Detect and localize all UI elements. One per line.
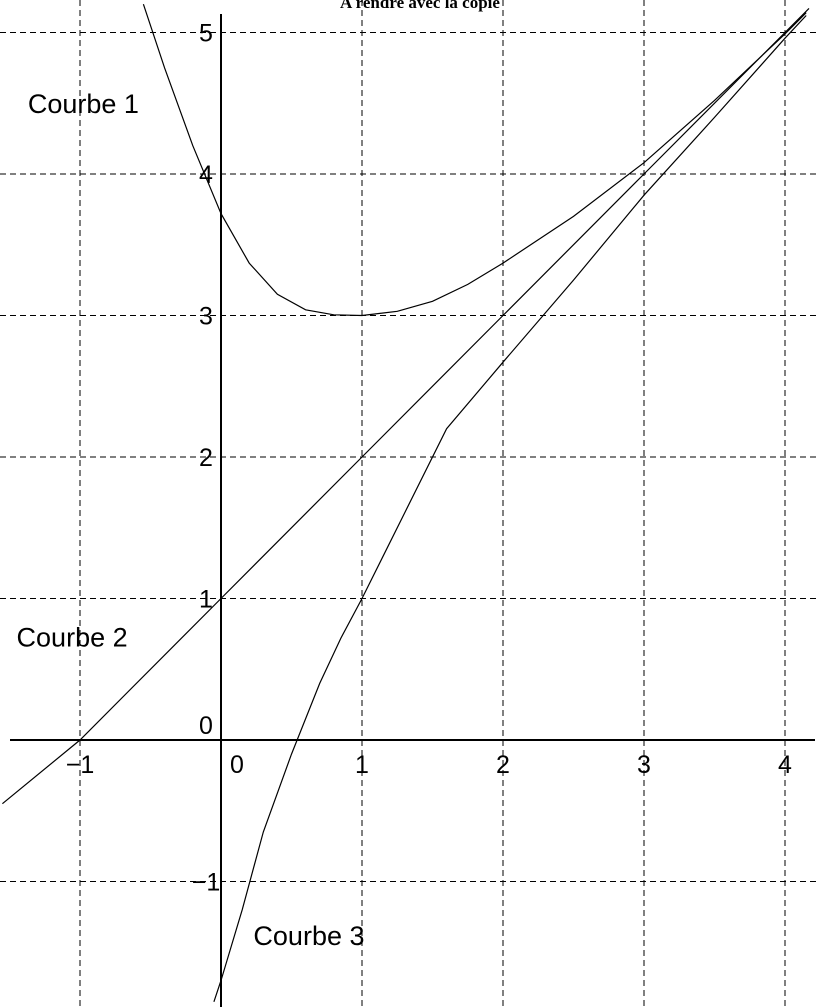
curve-label-2: Courbe 2 bbox=[17, 623, 128, 653]
x-tick-label: 3 bbox=[637, 751, 651, 779]
curves bbox=[2, 4, 810, 1002]
y-tick-label: −1 bbox=[192, 869, 221, 897]
x-tick-label: 1 bbox=[355, 751, 369, 779]
curve-3-line bbox=[213, 15, 807, 1002]
x-tick-label: 4 bbox=[778, 751, 792, 779]
y-tick-label: 1 bbox=[199, 586, 213, 614]
y-tick-label: 5 bbox=[199, 20, 213, 48]
curve-label-3: Courbe 3 bbox=[253, 921, 364, 951]
curve-label-1: Courbe 1 bbox=[28, 89, 139, 119]
x-tick-label: −1 bbox=[66, 751, 95, 779]
curve-1-line bbox=[142, 4, 807, 317]
y-tick-label: 2 bbox=[199, 444, 213, 472]
x-tick-label: 2 bbox=[496, 751, 510, 779]
page-title: A rendre avec la copie bbox=[340, 0, 500, 12]
y-tick-label: 3 bbox=[199, 303, 213, 331]
curve-2-line bbox=[2, 7, 810, 805]
x-tick-label: 0 bbox=[230, 751, 244, 779]
y-tick-label: 0 bbox=[199, 712, 213, 740]
curve-labels: Courbe 1 Courbe 2 Courbe 3 bbox=[17, 89, 365, 951]
